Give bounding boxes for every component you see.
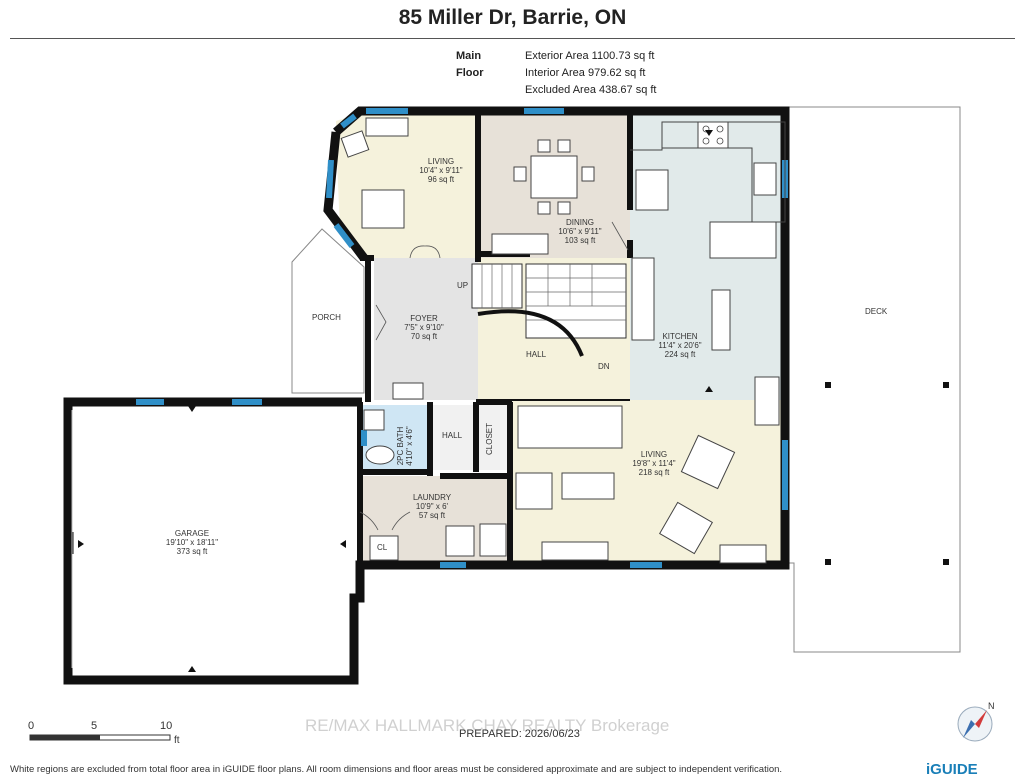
label-hall-small: HALL [442, 431, 463, 440]
deck-outline [777, 106, 961, 653]
dining-table [491, 139, 595, 255]
scale-tick-10: 10 [160, 720, 172, 732]
closet-floor [478, 405, 508, 470]
staircase [471, 263, 627, 339]
prepared-date: PREPARED: 2026/06/23 [459, 728, 580, 740]
room-dining: DINING 10'6" x 9'11" 103 sq ft [558, 218, 602, 245]
label-closet: CLOSET [485, 422, 494, 455]
kitchen-floor [630, 113, 785, 400]
room-living-1: LIVING 10'4" x 9'11" 96 sq ft [419, 157, 463, 184]
room-foyer: FOYER 7'5" x 9'10" 70 sq ft [404, 314, 444, 341]
stair-curved-rail [477, 309, 584, 357]
scale-unit: ft [174, 735, 180, 746]
compass-icon: N [957, 701, 995, 742]
room-laundry: LAUNDRY 10'9" x 6' 57 sq ft [412, 493, 452, 520]
interior-area: Interior Area 979.62 sq ft [525, 67, 646, 79]
room-bath: 2PC BATH 4'10" x 4'6" [396, 426, 414, 466]
porch-outline [291, 228, 365, 394]
label-up: UP [457, 281, 469, 290]
foyer-floor [374, 258, 478, 400]
scale-bar: 0 5 10 ft [28, 720, 180, 746]
room-garage: GARAGE 19'10" x 18'11" 373 sq ft [165, 529, 219, 556]
page-title: 85 Miller Dr, Barrie, ON [398, 6, 627, 29]
room-kitchen: KITCHEN 11'4" x 20'6" 224 sq ft [658, 332, 702, 359]
scale-tick-0: 0 [28, 720, 34, 732]
label-porch: PORCH [312, 313, 341, 322]
fixtures [363, 382, 507, 561]
exterior-area: Exterior Area 1100.73 sq ft [525, 50, 655, 62]
door-swings [359, 221, 629, 531]
floor-label: Main Floor [456, 50, 484, 79]
scale-tick-5: 5 [91, 720, 97, 732]
garage-floor [72, 402, 354, 677]
brand-logo: iGUIDE [926, 761, 978, 778]
label-cl: CL [377, 543, 388, 552]
footer-disclaimer: White regions are excluded from total fl… [10, 764, 783, 775]
label-dn: DN [598, 362, 610, 371]
watermark: RE/MAX HALLMARK CHAY REALTY Brokerage [305, 716, 670, 735]
label-deck: DECK [865, 307, 888, 316]
kitchen-counters [630, 121, 786, 426]
deck-posts [825, 382, 949, 565]
excluded-area: Excluded Area 438.67 sq ft [525, 84, 657, 96]
title-divider [10, 38, 1015, 39]
room-living-2: LIVING 19'8" x 11'4" 218 sq ft [632, 450, 676, 477]
small-hall-floor [430, 405, 478, 470]
label-hall-main: HALL [526, 350, 547, 359]
svg-text:N: N [988, 701, 995, 711]
living-1-furniture [340, 117, 409, 229]
living-2-furniture [515, 405, 767, 564]
